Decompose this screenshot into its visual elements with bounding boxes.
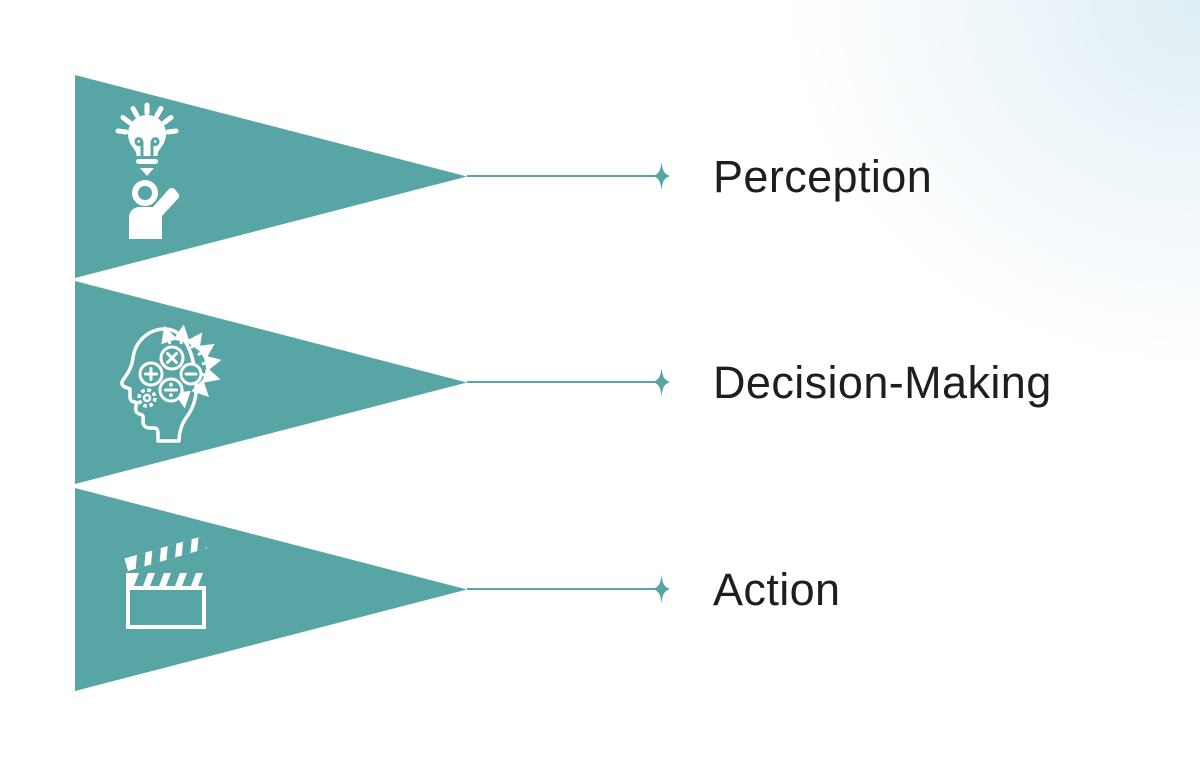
idea-person-icon [115, 102, 180, 239]
four-point-star-icon [653, 161, 670, 191]
row-label-perception: Perception [713, 150, 933, 202]
connector-line [467, 175, 655, 177]
connector-line [467, 588, 655, 590]
clapperboard-icon [124, 536, 207, 629]
arrow-triangle [75, 75, 467, 278]
four-point-star-icon [653, 574, 670, 604]
four-point-star-icon [653, 367, 670, 397]
row-label-decision-making: Decision-Making [713, 356, 1052, 408]
process-row-action: Action [75, 488, 1155, 691]
arrow-triangle [75, 488, 467, 691]
process-row-perception: Perception [75, 75, 1155, 278]
thinking-head-icon [120, 324, 222, 443]
row-label-action: Action [713, 563, 841, 615]
connector-line [467, 381, 655, 383]
process-row-decision-making: Decision-Making [75, 281, 1155, 484]
